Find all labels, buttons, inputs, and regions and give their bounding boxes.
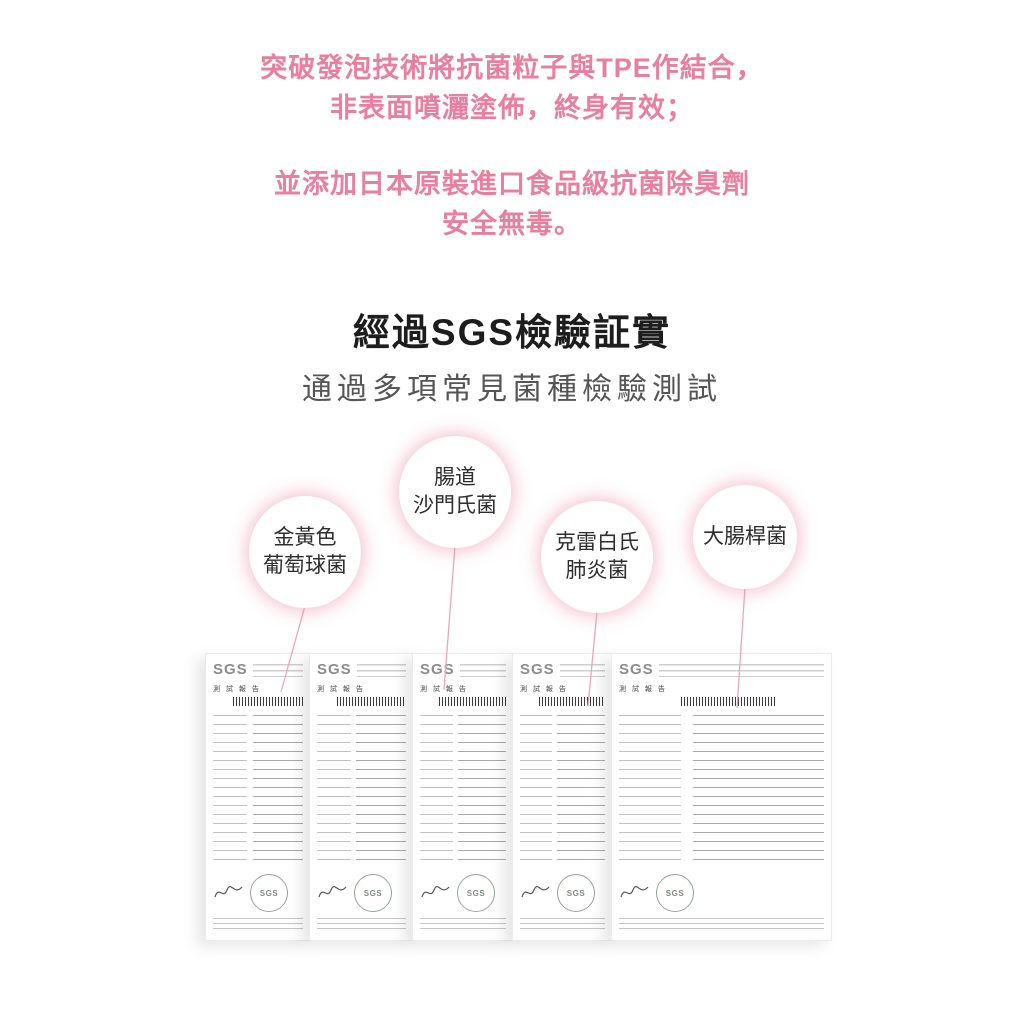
signature-mark	[421, 885, 450, 898]
header-text-placeholder	[356, 664, 406, 677]
stamp-row: SGS	[520, 872, 605, 914]
stamp-row: SGS	[619, 872, 824, 914]
sgs-logo: SGS	[317, 661, 352, 678]
bubble-label: 克雷白氏 肺炎菌	[555, 529, 639, 585]
value-column	[252, 715, 303, 868]
bubble-label: 大腸桿菌	[703, 523, 787, 551]
label-column	[213, 715, 248, 868]
sgs-taiwan-stamp: SGS	[354, 874, 392, 912]
intro-text-block-2: 並添加日本原裝進口食品級抗菌除臭劑 安全無毒。	[0, 164, 1024, 244]
value-column	[457, 715, 506, 868]
report-body-placeholder	[317, 715, 406, 868]
bubble-label-line: 克雷白氏	[555, 531, 639, 554]
barcode	[232, 697, 303, 706]
intro-line-1: 突破發泡技術將抗菌粒子與TPE作結合，	[260, 53, 764, 83]
intro-text-block-1: 突破發泡技術將抗菌粒子與TPE作結合， 非表面噴灑塗佈，終身有效；	[0, 48, 1024, 128]
sgs-certificate-3: SGS 測 試 報 告 SGS	[412, 653, 514, 941]
sgs-logo: SGS	[619, 661, 654, 678]
bacteria-bubble-staphylococcus: 金黃色 葡萄球菌	[249, 496, 361, 608]
report-body-placeholder	[213, 715, 303, 868]
section-subtitle: 通過多項常見菌種檢驗測試	[302, 373, 722, 406]
sgs-certificate-1: SGS 測 試 報 告 SGS	[205, 653, 311, 941]
certificate-header: SGS	[213, 662, 303, 677]
report-body-placeholder	[520, 715, 605, 868]
header-text-placeholder	[459, 664, 506, 677]
barcode	[538, 697, 605, 706]
stamp-row: SGS	[213, 872, 303, 914]
header-text-placeholder	[559, 664, 605, 677]
certificate-header: SGS	[520, 662, 605, 677]
label-column	[317, 715, 351, 868]
bacteria-bubble-klebsiella: 克雷白氏 肺炎菌	[541, 501, 653, 613]
barcode	[438, 697, 506, 706]
bubble-label: 腸道 沙門氏菌	[413, 464, 497, 520]
sgs-taiwan-stamp: SGS	[457, 874, 495, 912]
bacteria-bubble-ecoli: 大腸桿菌	[693, 485, 797, 589]
report-body-placeholder	[420, 715, 506, 868]
footer-text-placeholder	[520, 918, 605, 932]
value-column	[356, 715, 406, 868]
sgs-certificate-5: SGS 測 試 報 告 SGS	[611, 653, 832, 941]
signature-mark	[214, 885, 243, 898]
signature-mark	[620, 885, 649, 898]
stamp-row: SGS	[420, 872, 506, 914]
certificate-header: SGS	[619, 662, 824, 677]
label-column	[520, 715, 553, 868]
sgs-certificate-2: SGS 測 試 報 告 SGS	[309, 653, 414, 941]
bubble-label: 金黃色 葡萄球菌	[263, 524, 347, 580]
bubble-label-line: 腸道	[434, 466, 476, 489]
intro-line-4: 安全無毒。	[442, 209, 582, 239]
sgs-logo: SGS	[420, 661, 455, 678]
label-column	[420, 715, 453, 868]
barcode	[680, 697, 775, 706]
certificate-header: SGS	[317, 662, 406, 677]
section-title: 經過SGS檢驗証實	[352, 312, 672, 353]
sgs-logo: SGS	[520, 661, 555, 678]
report-title: 測 試 報 告	[317, 686, 365, 693]
report-title: 測 試 報 告	[213, 686, 261, 693]
header-text-placeholder	[658, 664, 824, 677]
signature-mark	[318, 885, 347, 898]
bacteria-bubble-salmonella: 腸道 沙門氏菌	[399, 436, 511, 548]
bubble-label-line: 肺炎菌	[565, 559, 629, 582]
report-title: 測 試 報 告	[619, 686, 667, 693]
signature-mark	[521, 885, 550, 898]
footer-text-placeholder	[619, 918, 824, 932]
sgs-logo: SGS	[213, 661, 248, 678]
sgs-taiwan-stamp: SGS	[656, 874, 694, 912]
sgs-taiwan-stamp: SGS	[250, 874, 288, 912]
bubble-label-line: 沙門氏菌	[413, 494, 497, 517]
label-column	[619, 715, 681, 868]
footer-text-placeholder	[420, 918, 506, 932]
footer-text-placeholder	[317, 918, 406, 932]
sgs-taiwan-stamp: SGS	[557, 874, 595, 912]
report-title: 測 試 報 告	[420, 686, 468, 693]
stamp-row: SGS	[317, 872, 406, 914]
sgs-certificate-4: SGS 測 試 報 告 SGS	[512, 653, 613, 941]
footer-text-placeholder	[213, 918, 303, 932]
intro-line-2: 非表面噴灑塗佈，終身有效；	[330, 93, 694, 123]
bubble-label-line: 大腸桿菌	[703, 525, 787, 548]
bubble-label-line: 葡萄球菌	[263, 554, 347, 577]
bubble-label-line: 金黃色	[273, 526, 337, 549]
certificate-header: SGS	[420, 662, 506, 677]
intro-line-3: 並添加日本原裝進口食品級抗菌除臭劑	[274, 169, 750, 199]
report-body-placeholder	[619, 715, 824, 868]
report-title: 測 試 報 告	[520, 686, 568, 693]
value-column	[692, 715, 824, 868]
value-column	[557, 715, 605, 868]
header-text-placeholder	[252, 664, 303, 677]
barcode	[336, 697, 406, 706]
